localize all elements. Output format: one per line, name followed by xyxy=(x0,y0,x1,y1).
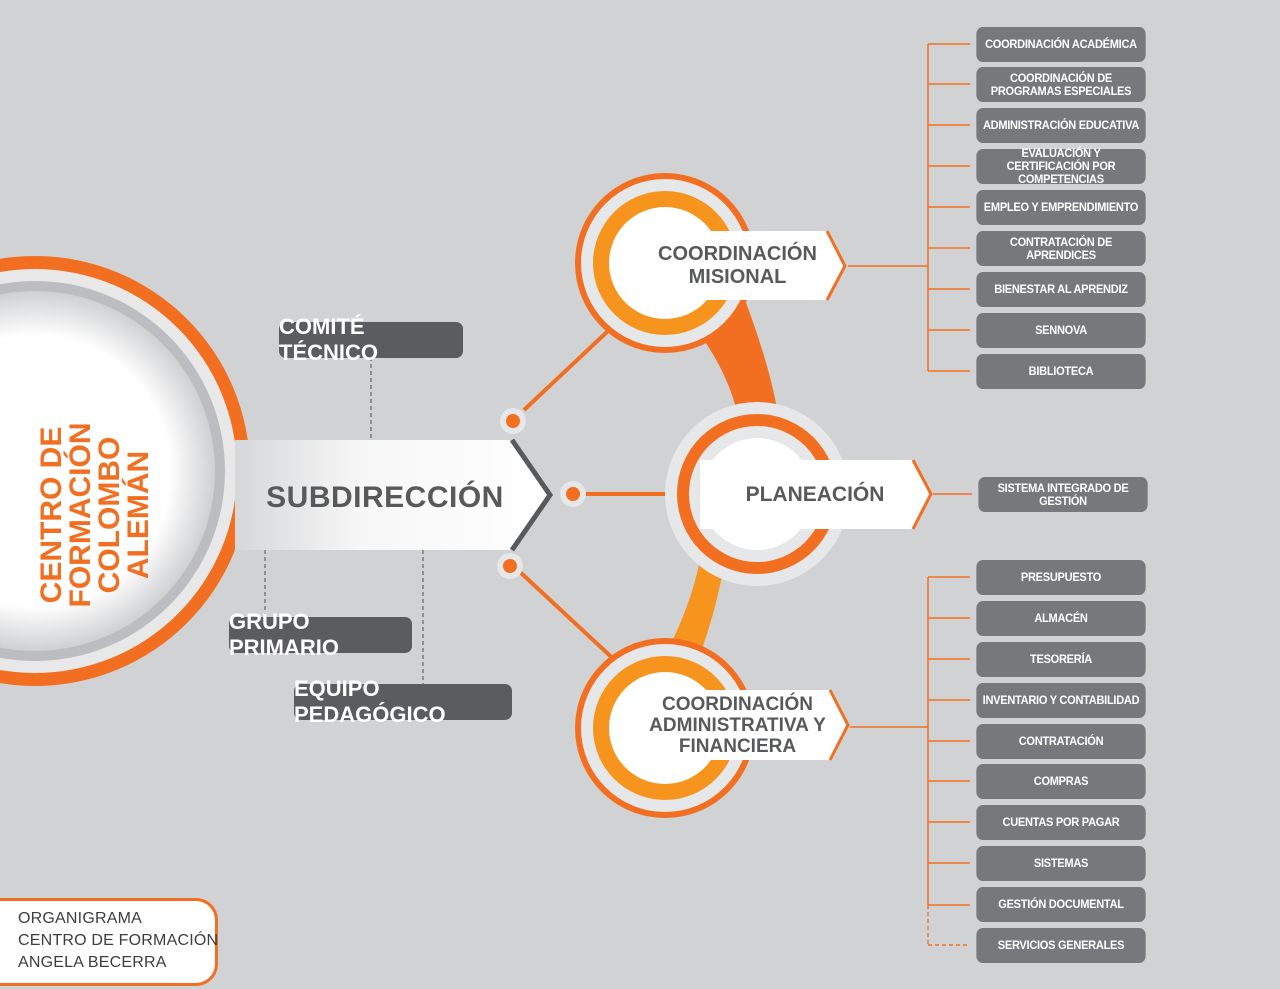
node-administrativa-label: COORDINACIÓN ADMINISTRATIVA Y FINANCIERA xyxy=(649,693,826,757)
list-item: SISTEMA INTEGRADO DE GESTIÓN xyxy=(978,477,1148,512)
list-item: CUENTAS POR PAGAR xyxy=(976,805,1146,840)
list-item: SERVICIOS GENERALES xyxy=(976,928,1146,963)
tree-connectors xyxy=(848,43,972,946)
list-item: PRESUPUESTO xyxy=(976,560,1146,595)
list-item: CONTRATACIÓN DE APRENDICES xyxy=(976,231,1146,266)
list-item: EVALUACIÓN Y CERTIFICACIÓN POR COMPETENC… xyxy=(976,147,1146,186)
list-item: SISTEMAS xyxy=(976,846,1146,881)
list-item: SENNOVA xyxy=(976,313,1146,348)
list-item: COORDINACIÓN DE PROGRAMAS ESPECIALES xyxy=(976,67,1146,102)
center-title: CENTRO DE FORMACIÓN COLOMBO ALEMÁN xyxy=(35,422,155,608)
list-item: EMPLEO Y EMPRENDIMIENTO xyxy=(976,190,1146,225)
list-item: BIBLIOTECA xyxy=(976,354,1146,389)
node-misional-label: COORDINACIÓN MISIONAL xyxy=(658,243,817,288)
list-item: BIENESTAR AL APRENDIZ xyxy=(976,272,1146,307)
list-item: CONTRATACIÓN xyxy=(976,724,1146,759)
node-arrows xyxy=(640,230,933,761)
footer-line-2: CENTRO DE FORMACIÓN xyxy=(18,932,219,949)
list-item: TESORERÍA xyxy=(976,642,1146,677)
subdireccion-label: SUBDIRECCIÓN xyxy=(266,481,504,514)
node-planeacion-label: PLANEACIÓN xyxy=(745,483,885,506)
footer-box xyxy=(0,898,218,986)
footer-line-3: ANGELA BECERRA xyxy=(18,954,167,971)
footer-text: ORGANIGRAMA CENTRO DE FORMACIÓN ANGELA B… xyxy=(18,908,218,974)
comite-tecnico-box: COMITÉ TÉCNICO xyxy=(279,314,463,365)
footer-line-1: ORGANIGRAMA xyxy=(18,910,142,927)
list-item: ALMACÉN xyxy=(976,601,1146,636)
grupo-primario-box: GRUPO PRIMARIO xyxy=(229,609,412,660)
list-item: COMPRAS xyxy=(976,764,1146,799)
main-circle xyxy=(0,256,250,686)
list-item: ADMINISTRACIÓN EDUCATIVA xyxy=(976,108,1146,143)
equipo-pedagogico-box: EQUIPO PEDAGÓGICO xyxy=(294,676,512,727)
list-item: INVENTARIO Y CONTABILIDAD xyxy=(976,683,1146,718)
side-connectors xyxy=(264,357,424,685)
subdireccion-banner xyxy=(235,438,554,552)
connector-dots xyxy=(497,408,586,579)
list-item: GESTIÓN DOCUMENTAL xyxy=(976,887,1146,922)
list-item: COORDINACIÓN ACADÉMICA xyxy=(976,27,1146,62)
